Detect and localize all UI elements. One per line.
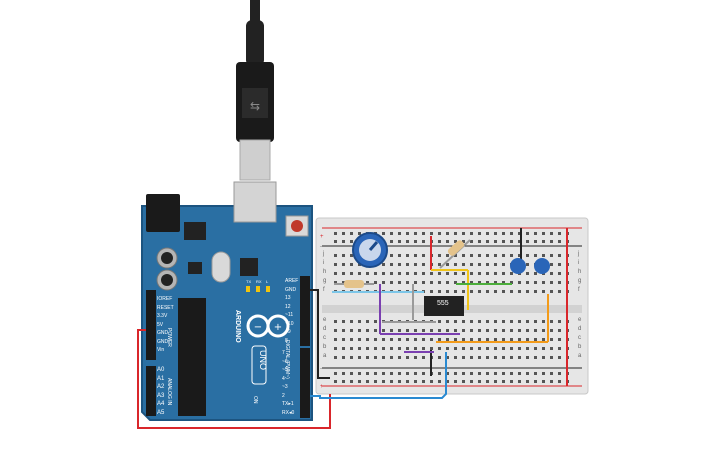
power-pin-label: 3.3V [157, 313, 168, 319]
analog-pin-label: A1 [157, 375, 165, 382]
row-letter: c [578, 335, 581, 341]
rail-plus-label: + [320, 234, 324, 240]
capacitor-2[interactable] [534, 258, 550, 274]
svg-text:⇆: ⇆ [250, 99, 260, 113]
led-label: L [266, 279, 269, 284]
svg-text:−: − [254, 322, 262, 333]
led-label: RX [256, 279, 262, 284]
digital-pin-label: 4 [282, 375, 285, 382]
capacitor-1[interactable] [510, 258, 526, 274]
row-letter: b [578, 344, 582, 350]
row-letter: c [323, 335, 326, 341]
row-letter: f [578, 287, 580, 293]
arduino-logo-icon: − + [246, 314, 290, 338]
breadboard-holes [334, 232, 569, 383]
digital-pin-label: ~6 [282, 358, 288, 365]
row-letter: j [323, 251, 325, 257]
wire-gnd-black[interactable] [310, 289, 330, 379]
digital-pin-label: RX◂0 [282, 409, 295, 416]
wires [137, 228, 568, 429]
row-letter: h [578, 269, 582, 275]
analog-pin-label: A2 [157, 384, 165, 390]
power-pin-label: 5V [157, 321, 164, 328]
ic-555[interactable] [424, 296, 464, 316]
row-letter: f [323, 287, 325, 293]
row-letter: b [323, 344, 327, 350]
row-letter: a [578, 353, 582, 359]
power-pin-label: Vin [157, 347, 165, 353]
analog-header-label: ANALOG IN [166, 378, 172, 406]
ic-label: 555 [437, 300, 449, 307]
row-letter: e [323, 317, 327, 323]
resistor-1[interactable] [439, 239, 471, 269]
row-letter: d [578, 326, 582, 332]
svg-text:+: + [274, 322, 282, 333]
digital-pin-label: ~5 [282, 367, 288, 373]
analog-pin-label: A4 [157, 401, 165, 407]
digital-pin-label: 2 [282, 392, 285, 399]
power-pin-label: GND [157, 330, 169, 336]
power-pin-label: GND [157, 338, 169, 345]
row-letter: j [578, 251, 580, 257]
wire-pin2-blue[interactable] [310, 352, 447, 399]
digital-pin-label: ~11 [285, 312, 294, 318]
digital-pin-label: 7 [282, 350, 285, 356]
rail-minus-label: - [320, 244, 322, 250]
row-letter: h [323, 269, 327, 275]
row-letter: a [323, 353, 327, 359]
potentiometer[interactable] [352, 232, 388, 268]
row-letter: g [578, 278, 582, 284]
rail-minus-label: - [320, 366, 322, 372]
reset-button[interactable] [291, 220, 303, 232]
digital-pin-label: 8 [285, 337, 288, 344]
digital-pin-label: ~9 [285, 329, 291, 335]
row-letter: d [323, 326, 327, 332]
digital-pin-label: TX▸1 [282, 401, 294, 407]
analog-pin-label: A3 [157, 392, 165, 399]
digital-pin-label: ~3 [282, 384, 288, 390]
arduino-board[interactable]: − + [141, 181, 313, 421]
power-pin-label: IOREF [157, 296, 173, 302]
row-letter: e [578, 317, 582, 323]
digital-pin-label: 13 [285, 295, 291, 301]
digital-pin-label: AREF [285, 278, 299, 284]
power-pin-label: RESET [157, 304, 174, 311]
led-label: TX [246, 279, 252, 284]
arduino-model-label: UNO [258, 350, 268, 370]
resistor-2[interactable] [334, 280, 374, 288]
rail-plus-label: + [320, 384, 324, 390]
digital-pin-label: GND [285, 286, 297, 293]
arduino-on-label: ON [252, 396, 258, 404]
row-letter: i [578, 260, 580, 266]
analog-pin-label: A0 [157, 367, 165, 373]
digital-pin-label: ~10 [285, 320, 294, 327]
arduino-brand-label: ARDUINO [234, 310, 241, 343]
analog-pin-label: A5 [157, 409, 165, 416]
row-letter: i [323, 260, 325, 266]
atmega-chip [178, 298, 206, 416]
wire-5v-red[interactable] [137, 329, 331, 429]
digital-pin-label: 12 [285, 303, 291, 310]
usb-cable[interactable]: ⇆ [236, 0, 274, 181]
row-letter: g [323, 278, 327, 284]
